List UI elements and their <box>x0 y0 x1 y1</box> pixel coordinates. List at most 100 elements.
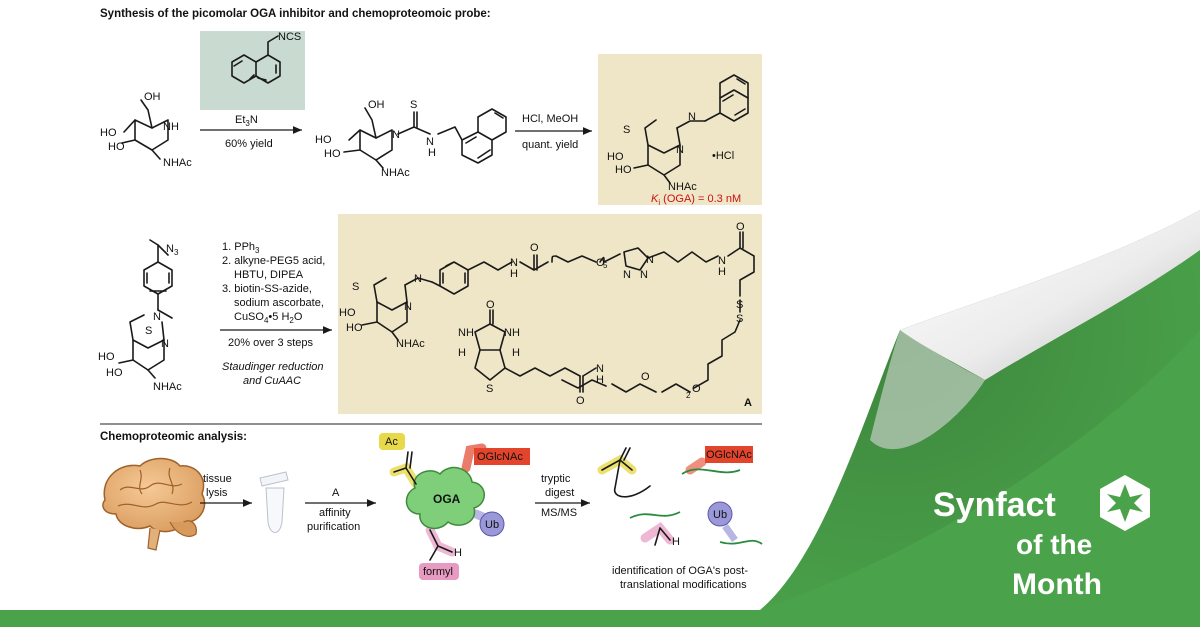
h-label: H <box>458 347 466 359</box>
nhac-label: NHAc <box>163 157 192 169</box>
affinity-label-1: affinity <box>319 507 351 519</box>
probe-label-a: A <box>744 397 752 409</box>
ho-label: HO <box>315 134 332 146</box>
ho-label: HO <box>615 164 632 176</box>
lysis-label-1: tissue <box>203 473 232 485</box>
oga-ptm-complex: OGA Ac OGlcNAc Ub H formyl <box>379 433 530 580</box>
ho-label: HO <box>346 322 363 334</box>
h-label: H <box>454 547 462 559</box>
n-label: N <box>688 111 696 123</box>
o-label: O <box>692 383 701 395</box>
n-label: N <box>510 257 518 269</box>
nhac-label: NHAc <box>153 381 182 393</box>
brand-line-2: of the <box>1016 529 1092 560</box>
synfact-brand: Synfact of the Month <box>933 475 1150 601</box>
thiourea-intermediate: OH HO HO N S N H NHAc <box>315 99 507 179</box>
oga-label: OGA <box>433 492 461 506</box>
ptm-oglcnac-label: OGlcNAc <box>477 451 523 463</box>
h-label: H <box>718 266 726 278</box>
s-label: S <box>486 383 493 395</box>
o-label: O <box>486 299 495 311</box>
probe-a-box: S N N HO HO NHAc N H O O 5 N N N N H O S… <box>338 214 762 414</box>
h-label: H <box>512 347 520 359</box>
step1-reagent: NCS <box>200 31 305 110</box>
peptide-fragments: OGlcNAc H Ub <box>597 446 763 548</box>
s-label: S <box>736 299 743 311</box>
step3-line5: sodium ascorbate, <box>234 297 324 309</box>
ho-label: HO <box>98 351 115 363</box>
step3-note2: and CuAAC <box>243 375 301 387</box>
analysis-section-title: Chemoproteomic analysis: <box>100 431 247 443</box>
affinity-label-2: purification <box>307 521 360 533</box>
ho-label: HO <box>607 151 624 163</box>
brand-line-3: Month <box>1012 568 1102 601</box>
n-label: N <box>596 363 604 375</box>
ho-label: HO <box>324 148 341 160</box>
synthesis-section-title: Synthesis of the picomolar OGA inhibitor… <box>100 8 491 20</box>
page-curl <box>900 210 1200 380</box>
nh-label: N <box>426 136 434 148</box>
ncs-label: NCS <box>278 31 301 43</box>
result-line-1: identification of OGA's post- <box>612 565 748 577</box>
step2-yield: quant. yield <box>522 139 578 151</box>
ho-label: HO <box>106 367 123 379</box>
oh-label: OH <box>368 99 385 111</box>
lysis-label-2: lysis <box>206 487 228 499</box>
h-label: H <box>672 536 680 548</box>
n-label: N <box>646 254 654 266</box>
digest-label-2: digest <box>545 487 574 499</box>
n-label: N <box>414 273 422 285</box>
ptm-ub-label: Ub <box>485 519 499 531</box>
o-label: O <box>641 371 650 383</box>
ptm-oglcnac-fragment: OGlcNAc <box>706 449 752 461</box>
s-label: S <box>736 313 743 325</box>
nh-label: NH <box>163 121 179 133</box>
step3-yield: 20% over 3 steps <box>228 337 313 349</box>
n-label: N <box>623 269 631 281</box>
o-label: O <box>736 221 745 233</box>
h-label: H <box>596 374 604 386</box>
step3-note1: Staudinger reduction <box>222 361 324 373</box>
nhac-label: NHAc <box>668 181 697 193</box>
step3-line1: 1. PPh3 <box>222 241 260 255</box>
s-label: S <box>352 281 359 293</box>
digest-label-1: tryptic <box>541 473 571 485</box>
ki-value: Ki (OGA) = 0.3 nM <box>651 193 741 207</box>
ho-label: HO <box>108 141 125 153</box>
base-label: Et3N <box>235 114 258 128</box>
s-label: S <box>623 124 630 136</box>
step3-line2: 2. alkyne-PEG5 acid, <box>222 255 325 267</box>
step1-yield: 60% yield <box>225 138 273 150</box>
ptm-formyl-label: formyl <box>423 566 453 578</box>
o-label: O <box>576 395 585 407</box>
n-label: N <box>404 301 412 313</box>
ho-label: HO <box>339 307 356 319</box>
h-label: H <box>510 268 518 280</box>
n-label: N <box>640 269 648 281</box>
n-label: N <box>392 129 400 141</box>
ptm-ac-label: Ac <box>385 436 398 448</box>
peg-subscript: 2 <box>686 391 691 400</box>
step3-line6: CuSO4•5 H2O <box>234 311 303 325</box>
oh-label: OH <box>144 91 161 103</box>
reagent-a-label: A <box>332 487 340 499</box>
nh-label: NH <box>504 327 520 339</box>
n-label: N <box>153 311 161 323</box>
n-label: N <box>161 338 169 350</box>
hn-label: NH <box>458 327 474 339</box>
s-label: S <box>410 99 417 111</box>
brand-star-icon <box>1100 475 1150 531</box>
step3-conditions: 1. PPh3 2. alkyne-PEG5 acid, HBTU, DIPEA… <box>220 241 332 387</box>
peg-subscript: 5 <box>603 261 608 270</box>
step3-line3: HBTU, DIPEA <box>234 269 304 281</box>
brand-line-1: Synfact <box>933 486 1056 524</box>
o-label: O <box>530 242 539 254</box>
ptm-ub-fragment: Ub <box>713 509 727 521</box>
n-label: N <box>676 144 684 156</box>
azide-precursor-structure: N3 N S N HO HO NHAc <box>98 239 182 393</box>
ho-label: HO <box>100 127 117 139</box>
azide-label: N3 <box>166 243 179 257</box>
brain-icon <box>102 457 206 551</box>
o-label: O <box>596 257 605 269</box>
